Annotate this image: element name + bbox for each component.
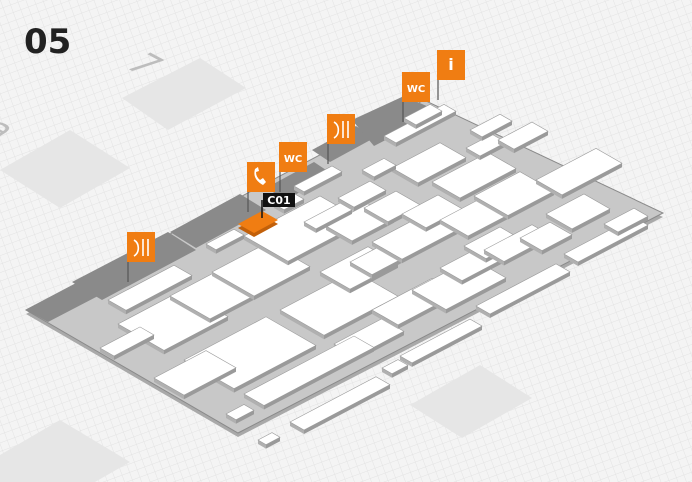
- booth-38[interactable]: [545, 193, 611, 233]
- booth-36[interactable]: [497, 121, 549, 154]
- wc-icon-text: WC: [284, 154, 302, 165]
- neighbor-hall-6[interactable]: 6: [0, 318, 130, 482]
- booth-47[interactable]: [403, 103, 443, 129]
- hall-number: 05: [24, 22, 72, 62]
- wc-icon: WC: [284, 154, 302, 165]
- booth-30[interactable]: [473, 171, 555, 220]
- booth-c01[interactable]: [238, 211, 278, 237]
- booth-15[interactable]: [381, 359, 409, 378]
- wc-icon-text: WC: [407, 84, 425, 95]
- booth-37[interactable]: [535, 148, 623, 199]
- wc-flag[interactable]: WC: [402, 72, 430, 122]
- booth-16[interactable]: [399, 318, 483, 367]
- booth-31[interactable]: [475, 263, 571, 319]
- booth-32[interactable]: [431, 152, 517, 203]
- booth-45[interactable]: [225, 404, 255, 424]
- booth-46[interactable]: [257, 432, 281, 449]
- booth-12[interactable]: [243, 335, 375, 410]
- booth-23[interactable]: [519, 221, 573, 255]
- restaurant-icon: [133, 239, 149, 257]
- booth-41[interactable]: [205, 228, 245, 254]
- restaurant-flag[interactable]: [127, 232, 155, 282]
- booth-28[interactable]: [337, 180, 387, 212]
- phone-flag[interactable]: [247, 162, 275, 212]
- restaurant-flag[interactable]: [327, 114, 355, 164]
- phone-icon: [254, 167, 266, 185]
- booth-13[interactable]: [99, 326, 155, 361]
- info-icon: i: [448, 55, 453, 74]
- booth-43[interactable]: [293, 165, 343, 196]
- booth-1[interactable]: [107, 264, 193, 315]
- booth-14[interactable]: [289, 376, 391, 435]
- booth-40[interactable]: [603, 207, 649, 237]
- booth-48[interactable]: [469, 113, 513, 141]
- restaurant-icon: [333, 121, 349, 139]
- booth-33[interactable]: [391, 142, 467, 187]
- booth-c01-label: C01: [261, 193, 295, 218]
- wc-flag[interactable]: WC: [279, 142, 307, 192]
- booths: [99, 103, 649, 449]
- booth-11[interactable]: [153, 350, 237, 400]
- wc-icon: WC: [407, 84, 425, 95]
- info-flag[interactable]: i: [437, 50, 465, 100]
- info-icon-text: i: [448, 55, 453, 74]
- booth-c01-label-text: C01: [267, 194, 290, 207]
- booth-34[interactable]: [361, 158, 397, 181]
